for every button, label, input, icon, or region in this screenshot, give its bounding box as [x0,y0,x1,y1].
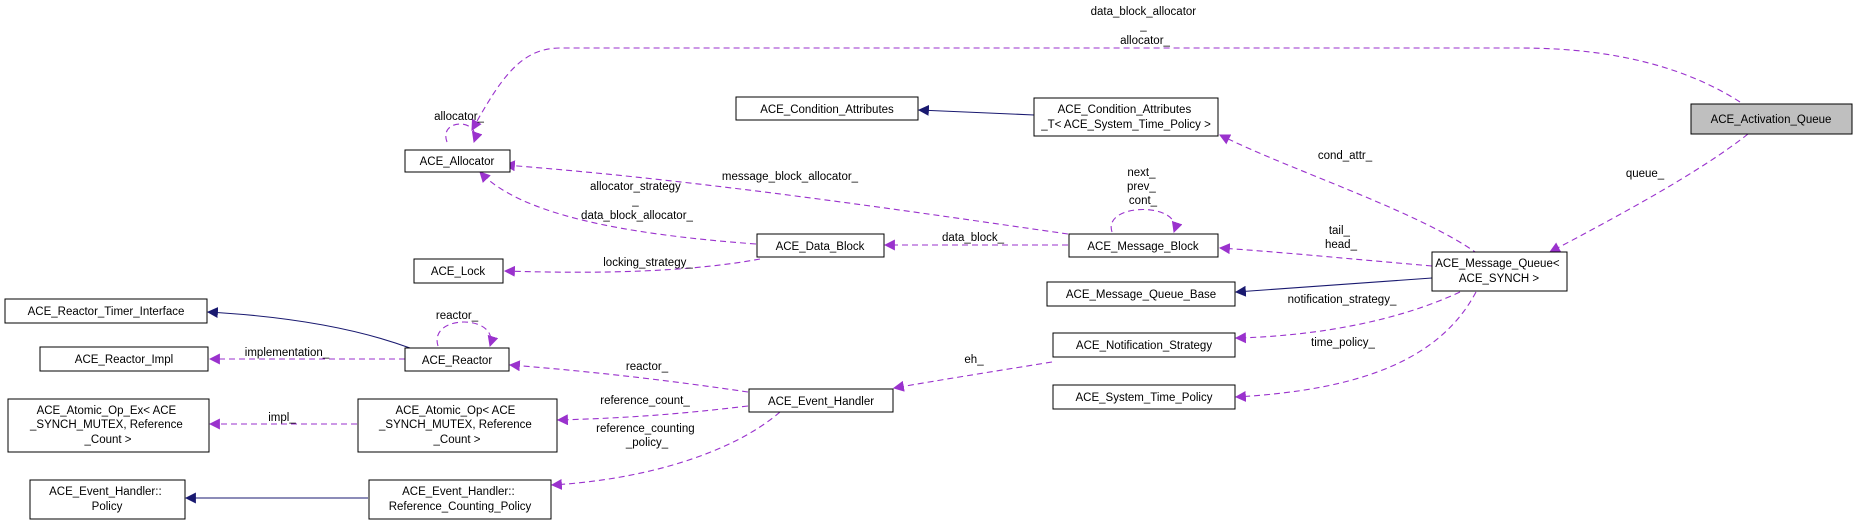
node-ace-message-block[interactable]: ACE_Message_Block [1068,233,1219,258]
node-ace-message-queue[interactable]: ACE_Message_Queue< ACE_SYNCH > [1431,251,1568,292]
svg-text:ACE_Activation_Queue: ACE_Activation_Queue [1711,114,1832,126]
label-impl: impl_ [268,412,296,424]
label-cond-attr: cond_attr_ [1318,150,1373,162]
edge-notification-strategy-to-event-handler [892,361,1053,392]
svg-text:ACE_Message_Queue< ACE: ACE_Message_Queue< ACE_SYNCH > [1435,258,1563,285]
node-ace-condition-attributes-t[interactable]: ACE_Condition_Attributes _T< ACE_System_… [1033,97,1219,137]
edge-reactor-self-loop [436,321,499,348]
node-ace-reactor-timer-interface[interactable]: ACE_Reactor_Timer_Interface [4,298,208,324]
svg-text:ACE_Condition_Attributes: ACE_Condition_Attributes _T< ACE_System_… [1040,104,1211,131]
node-ace-allocator[interactable]: ACE_Allocator [404,149,511,173]
node-ace-reactor[interactable]: ACE_Reactor [404,347,510,372]
svg-text:ACE_Condition_Attributes: ACE_Condition_Attributes [760,104,894,116]
edge-activation-queue-to-allocator [471,47,1741,131]
label-reactor: reactor_ [626,361,669,373]
svg-text:ACE_Event_Handler:: Re: ACE_Event_Handler:: Reference_Counting_P… [389,486,532,513]
node-ace-event-handler[interactable]: ACE_Event_Handler [748,388,894,413]
edge-event-handler-to-reactor [508,360,749,393]
node-ace-atomic-op[interactable]: ACE_Atomic_Op< ACE _SYNCH_MUTEX, Referen… [357,398,558,453]
node-ace-event-handler-policy[interactable]: ACE_Event_Handler:: Policy [29,479,186,520]
svg-text:ACE_Reactor_Timer_Interface: ACE_Reactor_Timer_Interface [28,306,185,318]
label-allocator-self: allocator_ [434,111,484,123]
label-reactor-self: reactor_ [436,310,479,322]
label-message-block-allocator: message_block_allocator_ [722,171,859,183]
edge-message-block-to-allocator [503,160,1069,235]
svg-text:ACE_Notification_Strategy: ACE_Notification_Strategy [1076,340,1212,352]
node-ace-data-block[interactable]: ACE_Data_Block [756,233,885,258]
label-queue: queue_ [1626,168,1665,180]
node-ace-message-queue-base[interactable]: ACE_Message_Queue_Base [1046,281,1236,307]
label-data-block: data_block_ [942,232,1005,244]
node-ace-atomic-op-ex[interactable]: ACE_Atomic_Op_Ex< ACE _SYNCH_MUTEX, Refe… [7,398,210,453]
svg-text:ACE_Atomic_Op< ACE _SY: ACE_Atomic_Op< ACE _SYNCH_MUTEX, Referen… [378,405,535,446]
edge-message-queue-to-notification-strategy [1234,291,1461,344]
svg-text:ACE_Reactor: ACE_Reactor [422,355,492,367]
edge-data-block-to-allocator [479,171,757,245]
label-tail-head: tail_ head_ [1325,225,1358,251]
label-locking-strategy: locking_strategy_ [603,257,693,269]
svg-text:ACE_Event_Handler:: Po: ACE_Event_Handler:: Policy [49,486,165,513]
label-time-policy: time_policy_ [1311,337,1376,349]
label-notification-strategy: notification_strategy_ [1288,294,1397,306]
node-ace-condition-attributes[interactable]: ACE_Condition_Attributes [735,96,919,121]
svg-text:ACE_Reactor_Impl: ACE_Reactor_Impl [75,354,173,366]
node-ace-reactor-impl[interactable]: ACE_Reactor_Impl [39,346,209,372]
svg-text:ACE_Atomic_Op_Ex< ACE: ACE_Atomic_Op_Ex< ACE _SYNCH_MUTEX, Refe… [29,405,186,446]
svg-text:ACE_Allocator: ACE_Allocator [420,156,495,168]
edge-data-block-to-lock [503,258,761,277]
svg-text:ACE_Lock: ACE_Lock [431,266,486,278]
node-ace-activation-queue[interactable]: ACE_Activation_Queue [1690,103,1853,135]
edge-activation-queue-to-message-queue [1549,133,1749,253]
label-implementation: implementation_ [245,347,330,359]
edge-event-handler-to-atomic-op [556,405,749,426]
edge-message-block-self-loop [1110,209,1183,234]
svg-text:ACE_System_Time_Policy: ACE_System_Time_Policy [1076,392,1213,404]
svg-text:ACE_Message_Queue_Base: ACE_Message_Queue_Base [1066,289,1216,301]
edge-message-queue-inherits-base [1234,277,1433,297]
edge-allocator-self-loop [445,123,483,144]
label-reference-counting-policy: reference_counting _policy_ [596,423,698,449]
node-ace-lock[interactable]: ACE_Lock [413,258,504,284]
label-eh: eh_ [964,354,984,366]
edge-message-queue-to-message-block [1218,243,1433,267]
label-reference-count: reference_count_ [600,395,690,407]
label-data-block-allocator-allocator: data_block_allocator _ allocator_ [1091,6,1200,47]
edge-event-handler-to-reference-counting-policy [550,411,781,490]
svg-text:ACE_Data_Block: ACE_Data_Block [776,241,865,253]
svg-text:ACE_Message_Block: ACE_Message_Block [1087,241,1198,253]
edge-message-queue-to-condition-attributes-t [1219,134,1479,255]
label-allocator-strategy-data-block-allocator: allocator_strategy _ data_block_allocato… [581,181,693,222]
label-next-prev-cont: next_ prev_ cont_ [1127,167,1159,207]
edge-reactor-inherits-timer-interface [206,307,411,349]
node-ace-system-time-policy[interactable]: ACE_System_Time_Policy [1052,384,1236,410]
node-ace-notification-strategy[interactable]: ACE_Notification_Strategy [1052,332,1236,358]
edge-condition-attributes-t-inherits [917,104,1035,116]
svg-text:ACE_Event_Handler: ACE_Event_Handler [768,396,874,408]
node-ace-reference-counting-policy[interactable]: ACE_Event_Handler:: Reference_Counting_P… [368,479,552,520]
